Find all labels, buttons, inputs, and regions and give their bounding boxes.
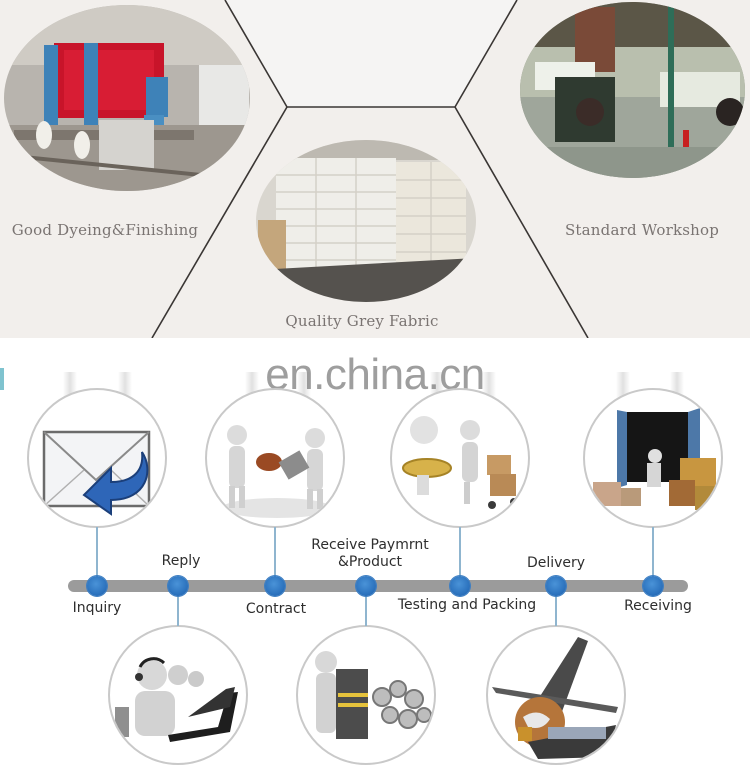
envelope-reply-icon: [42, 430, 151, 516]
step-image-receiving: [583, 388, 723, 528]
connector-inquiry: [96, 527, 98, 586]
step-image-delivery: [486, 625, 626, 765]
step-label-contract: Contract: [246, 601, 306, 618]
call-center-icon: [115, 657, 238, 742]
step-label-receive-payment: Receive Paymrnt &Product: [311, 537, 428, 571]
process-timeline: [68, 580, 688, 592]
step-label-receiving: Receiving: [624, 598, 692, 614]
container-boxes-icon: [593, 408, 721, 510]
money-gears-icon: [315, 651, 432, 739]
timeline-node-receive-payment: [356, 576, 376, 596]
step-label-testing-packing: Testing and Packing: [397, 597, 537, 613]
step-label-delivery: Delivery: [526, 555, 586, 571]
caption-grey-fabric: Quality Grey Fabric: [285, 312, 439, 330]
handshake-stamp-icon: [222, 425, 332, 518]
timeline-node-receiving: [643, 576, 663, 596]
divider-line-left: [151, 106, 288, 338]
divider-line-top: [224, 0, 518, 108]
accent-bar: [0, 368, 4, 390]
timeline-node-delivery: [546, 576, 566, 596]
connector-receiving: [652, 527, 654, 586]
step-label-receive-payment-line1: Receive Paymrnt: [311, 537, 429, 553]
timeline-node-inquiry: [87, 576, 107, 596]
factory-showcase: Good Dyeing&Finishing Quality Grey Fabri…: [0, 0, 750, 338]
step-label-receive-payment-line2: &Product: [337, 554, 403, 570]
connector-receive-payment: [365, 586, 367, 626]
plane-ship-globe-icon: [492, 637, 618, 759]
step-image-reply: [108, 625, 248, 765]
timeline-node-contract: [265, 576, 285, 596]
step-label-reply: Reply: [161, 553, 201, 569]
inspection-cart-icon: [402, 416, 518, 509]
connector-testing-packing: [459, 527, 461, 586]
dyeing-machine-photo: [4, 5, 250, 191]
step-label-inquiry: Inquiry: [72, 600, 122, 616]
caption-standard-workshop: Standard Workshop: [564, 221, 720, 239]
connector-delivery: [555, 586, 557, 626]
timeline-node-testing-packing: [450, 576, 470, 596]
connector-contract: [274, 527, 276, 586]
divider-line-right: [454, 106, 589, 338]
connector-reply: [177, 586, 179, 626]
center-top-hexagon: [225, 0, 517, 107]
hexagon-dividers: [151, 0, 589, 338]
caption-dyeing-finishing: Good Dyeing&Finishing: [11, 221, 199, 239]
step-image-receive-payment: [296, 625, 436, 765]
grey-fabric-stack-photo: [256, 140, 476, 302]
step-image-contract: [205, 388, 345, 528]
weaving-workshop-photo: [520, 2, 745, 178]
step-image-testing-packing: [390, 388, 530, 528]
step-image-inquiry: [27, 388, 167, 528]
timeline-node-reply: [168, 576, 188, 596]
step-label-contract-text: Contract: [245, 601, 307, 617]
